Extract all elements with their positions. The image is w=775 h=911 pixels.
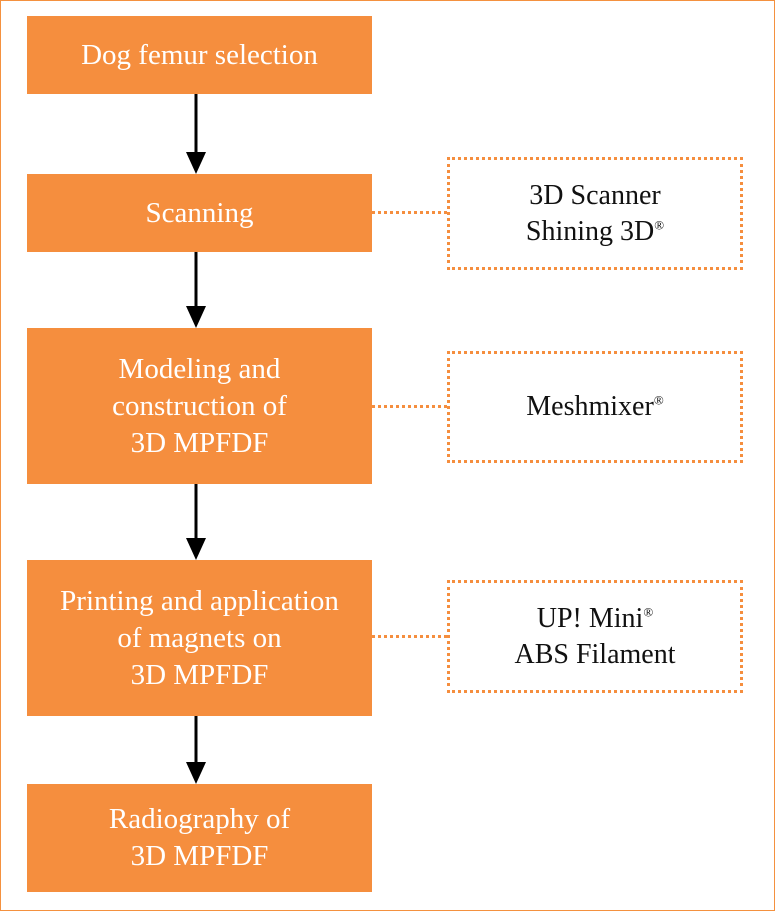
tool-software: Meshmixer®	[447, 351, 743, 463]
tool-printer-line1: UP! Mini®	[536, 602, 654, 634]
connector-modeling	[372, 405, 447, 408]
tool-scanner-line2: Shining 3D®	[525, 215, 665, 247]
registered-mark: ®	[643, 604, 654, 620]
registered-mark: ®	[654, 217, 665, 233]
tool-scanner: 3D Scanner Shining 3D®	[447, 157, 743, 270]
connector-scanning	[372, 211, 447, 214]
step-modeling: Modeling and construction of 3D MPFDF	[27, 328, 372, 484]
arrow-4	[186, 716, 206, 784]
arrow-1	[186, 94, 206, 174]
connector-printing	[372, 635, 447, 638]
step-scanning: Scanning	[27, 174, 372, 252]
arrow-3	[186, 484, 206, 560]
step-radiography: Radiography of 3D MPFDF	[27, 784, 372, 892]
tool-printer-line2: ABS Filament	[514, 638, 676, 670]
registered-mark: ®	[653, 392, 664, 408]
step-femur-selection: Dog femur selection	[27, 16, 372, 94]
tool-scanner-line1: 3D Scanner	[529, 179, 661, 211]
arrow-2	[186, 252, 206, 328]
tool-printer: UP! Mini® ABS Filament	[447, 580, 743, 693]
tool-software-line1: Meshmixer®	[526, 391, 664, 422]
step-printing: Printing and application of magnets on 3…	[27, 560, 372, 716]
